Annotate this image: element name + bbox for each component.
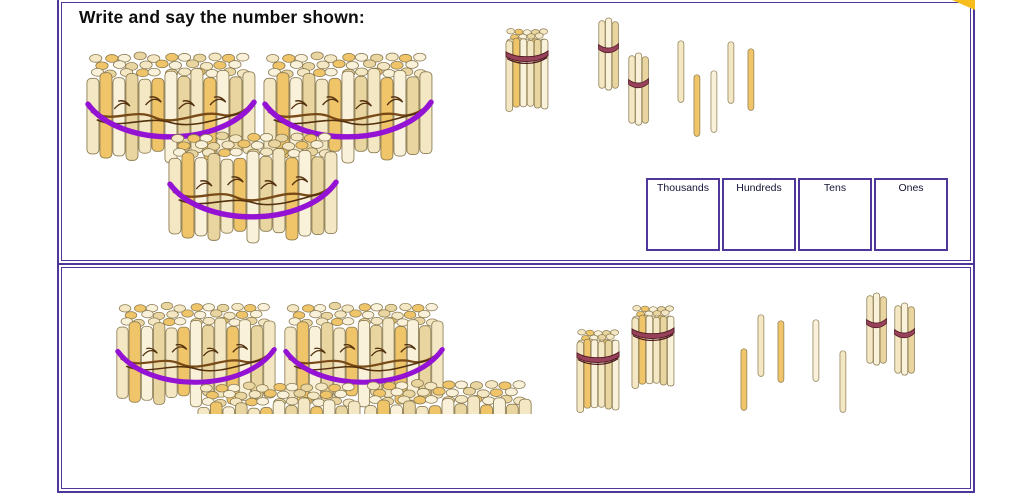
pv-answer-thousands[interactable] <box>648 195 718 249</box>
pv-cell-tens[interactable]: Tens <box>798 178 872 251</box>
pv-label-thousands: Thousands <box>657 182 709 194</box>
problem-card-2 <box>57 263 975 493</box>
pv-cell-ones[interactable]: Ones <box>874 178 948 251</box>
page-title: Write and say the number shown: <box>79 7 365 27</box>
pv-cell-hundreds[interactable]: Hundreds <box>722 178 796 251</box>
pv-answer-hundreds[interactable] <box>724 195 794 249</box>
pv-label-ones: Ones <box>898 182 924 194</box>
pv-label-tens: Tens <box>823 182 847 194</box>
pv-answer-ones[interactable] <box>876 195 946 249</box>
place-value-table: Thousands Hundreds Tens Ones <box>646 178 948 251</box>
pv-label-hundreds: Hundreds <box>736 182 782 194</box>
pv-answer-tens[interactable] <box>800 195 870 249</box>
corner-fold-decoration <box>952 0 975 10</box>
pv-cell-thousands[interactable]: Thousands <box>646 178 720 251</box>
